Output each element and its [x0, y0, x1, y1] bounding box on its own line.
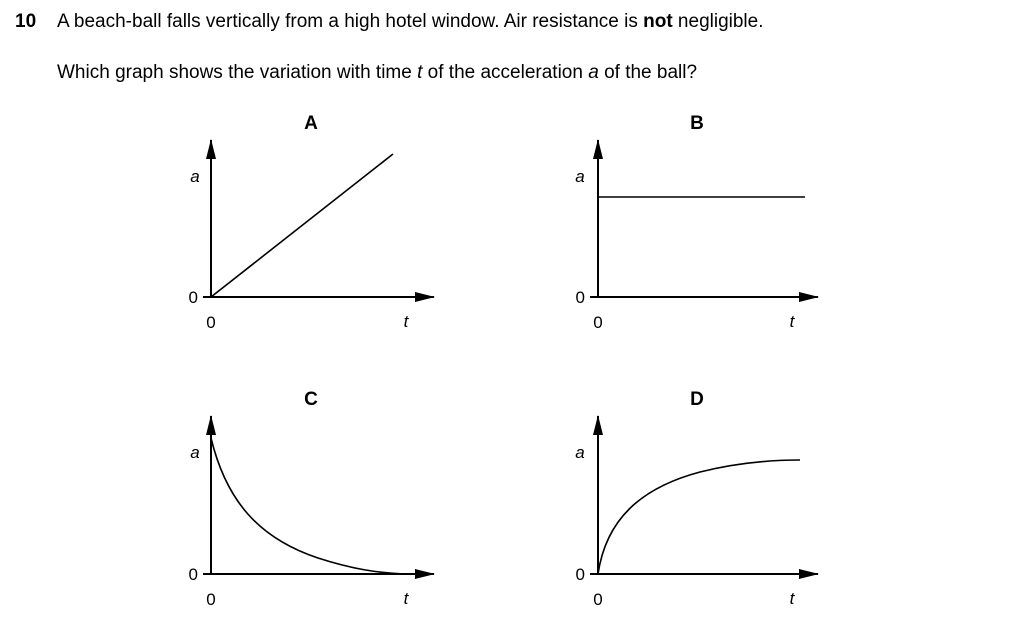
- question-prompt: Which graph shows the variation with tim…: [57, 62, 697, 84]
- graph-c-x-label: t: [404, 589, 410, 608]
- graph-c-origin-x: 0: [206, 590, 215, 609]
- graph-c: C a t 0 0: [189, 389, 435, 609]
- graph-a-x-label: t: [404, 312, 410, 331]
- graph-c-curve: [210, 437, 406, 575]
- graph-d-label: D: [690, 389, 704, 410]
- graph-b-label: B: [690, 113, 704, 134]
- question-text: A beach-ball falls vertically from a hig…: [57, 11, 764, 33]
- graph-c-origin-y: 0: [189, 565, 198, 584]
- question-number: 10: [15, 11, 37, 32]
- graph-d-x-label: t: [790, 589, 796, 608]
- graph-a: A a t 0 0: [189, 113, 435, 332]
- prompt-part-2: of the acceleration: [422, 62, 589, 83]
- prompt-var-a: a: [588, 62, 599, 83]
- graph-c-label: C: [304, 389, 318, 410]
- prompt-part-1: Which graph shows the variation with tim…: [57, 62, 418, 83]
- graph-c-y-label: a: [190, 443, 199, 462]
- prompt-var-t: t: [417, 62, 423, 83]
- question-text-end: negligible.: [672, 11, 764, 32]
- prompt-part-3: of the ball?: [598, 62, 698, 83]
- question-text-bold: not: [643, 11, 673, 32]
- graph-a-label: A: [304, 113, 318, 134]
- graph-d: D a t 0 0: [575, 389, 819, 609]
- graph-a-curve: [210, 153, 394, 298]
- graph-b-origin-x: 0: [593, 313, 602, 332]
- graph-d-curve: [597, 459, 801, 575]
- graph-b-origin-y: 0: [576, 288, 585, 307]
- graph-a-origin-y: 0: [189, 288, 198, 307]
- graph-d-origin-y: 0: [576, 565, 585, 584]
- graph-a-y-label: a: [190, 167, 199, 186]
- graph-d-y-label: a: [575, 443, 584, 462]
- graph-a-origin-x: 0: [206, 313, 215, 332]
- question-text-start: A beach-ball falls vertically from a hig…: [57, 11, 644, 32]
- graph-b-y-label: a: [575, 167, 584, 186]
- graph-b: B a t 0 0: [575, 113, 819, 332]
- graph-b-x-label: t: [790, 312, 796, 331]
- graph-d-origin-x: 0: [593, 590, 602, 609]
